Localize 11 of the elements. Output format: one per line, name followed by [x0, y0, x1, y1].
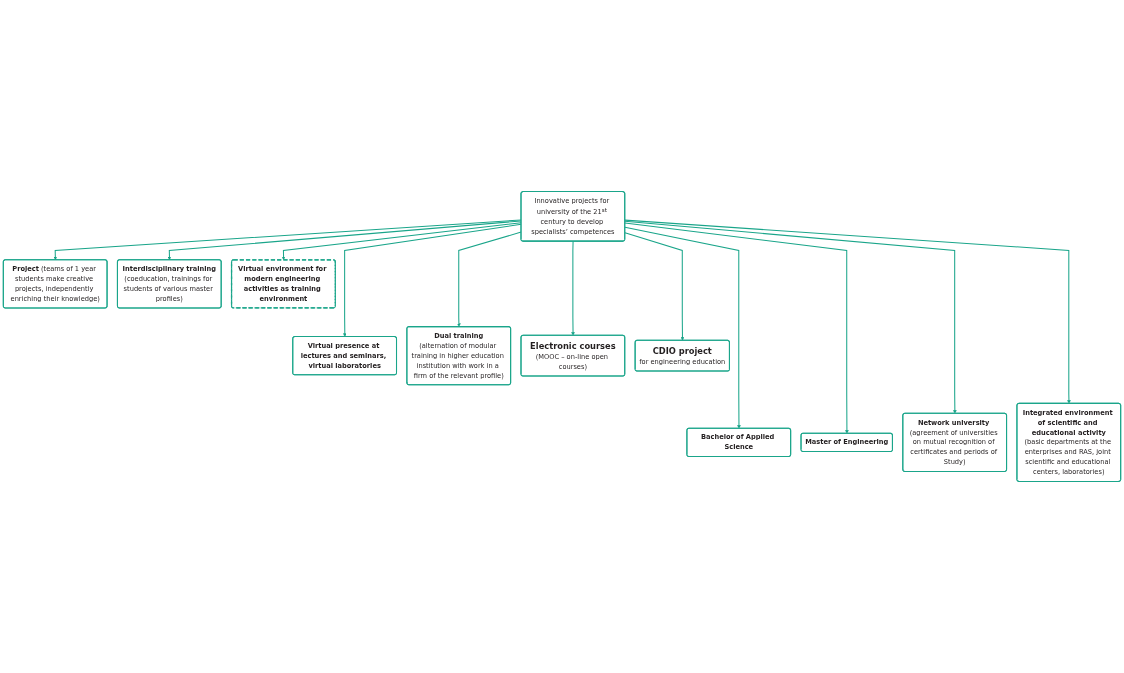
- arrow: [624, 226, 741, 429]
- arrow: [281, 222, 522, 261]
- arrow: [457, 231, 522, 327]
- arrow: [624, 232, 685, 341]
- arrow: [167, 220, 522, 261]
- arrow: [624, 222, 849, 434]
- arrow: [624, 220, 957, 414]
- arrow: [53, 219, 522, 261]
- arrow: [343, 223, 522, 337]
- arrow: [571, 240, 575, 336]
- arrow: [624, 219, 1071, 404]
